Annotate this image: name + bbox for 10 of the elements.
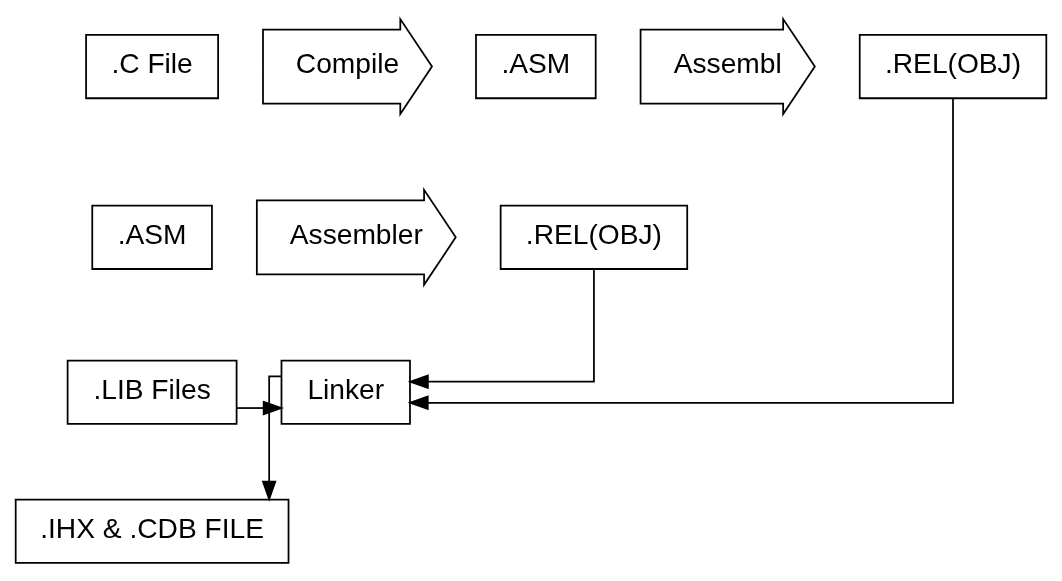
- node-box: .ASM: [91, 204, 213, 270]
- arrow: [407, 267, 595, 389]
- node-box: .IHX & .CDB FILE: [14, 498, 290, 564]
- node-box: Linker: [280, 359, 411, 425]
- node-box: .REL(OBJ): [499, 204, 689, 270]
- node-box: .C File: [85, 33, 219, 99]
- arrow: [407, 97, 954, 410]
- node-box: .ASM: [475, 33, 597, 99]
- node-box: .LIB Files: [66, 359, 238, 425]
- node-box: .REL(OBJ): [858, 33, 1048, 99]
